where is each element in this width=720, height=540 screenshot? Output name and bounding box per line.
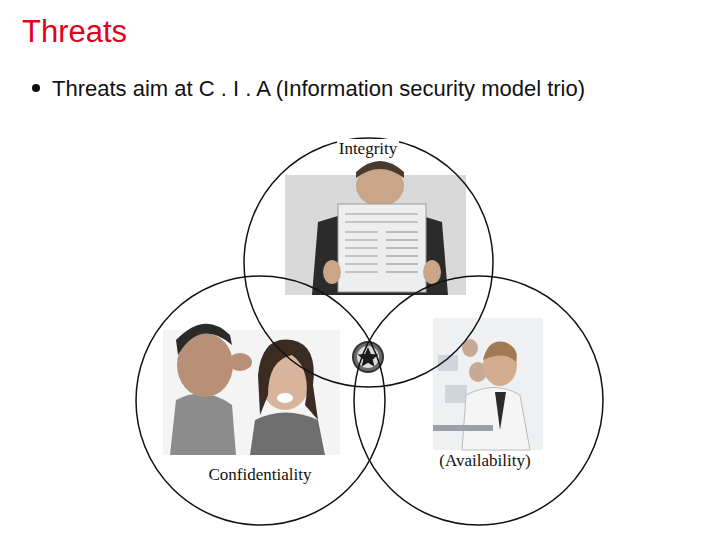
circle-label: Integrity — [337, 139, 400, 159]
star-badge — [353, 342, 383, 372]
bullet-dot — [30, 82, 42, 94]
bullet-text: Threats aim at C . I . A (Information se… — [52, 76, 585, 102]
circle-label: Confidentiality — [207, 465, 314, 485]
circle-outline — [243, 137, 494, 388]
newspaper-photo — [285, 161, 466, 295]
circle-outline — [353, 275, 604, 526]
whisper-photo — [163, 324, 340, 455]
call-centre-photo — [433, 318, 543, 450]
circle-outline — [135, 275, 386, 526]
circle-label: (Availability) — [437, 451, 532, 471]
cia-circle: Confidentiality — [135, 275, 386, 526]
cia-circle: (Availability) — [353, 275, 604, 526]
slide-title: Threats — [22, 14, 127, 50]
cia-circle: Integrity — [243, 137, 494, 388]
